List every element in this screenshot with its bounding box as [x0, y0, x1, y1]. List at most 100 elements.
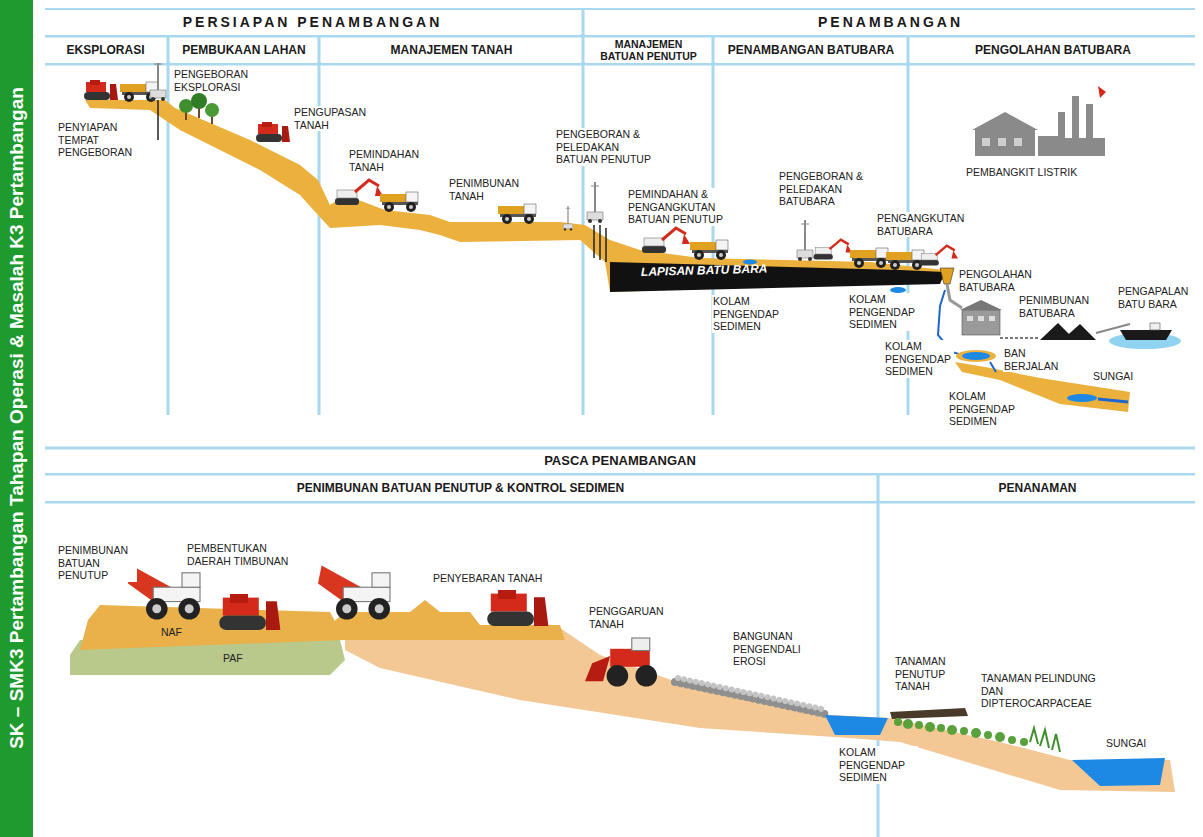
- mining-equipment: [642, 228, 690, 253]
- power-plant: [982, 138, 990, 146]
- terrain-top: [85, 100, 945, 292]
- cover-plants: [960, 727, 968, 735]
- power-plant: [1014, 138, 1022, 146]
- section-header: PENAMBANGAN: [586, 11, 1195, 35]
- coal-processing: [960, 300, 1002, 310]
- mining-equipment: [335, 180, 383, 205]
- header-text: PENAMBANGAN BATUBARA: [728, 44, 894, 57]
- water-top: [990, 362, 996, 372]
- section-header: MANAJEMEN TANAH: [322, 38, 581, 63]
- cover-plants: [894, 718, 902, 726]
- mining-equipment: [920, 246, 958, 266]
- section-header: MANAJEMEN BATUAN PENUTUP: [586, 38, 711, 63]
- mining-equipment: [690, 240, 728, 260]
- coal-processing: [967, 316, 973, 321]
- cover-plants: [1030, 728, 1060, 752]
- cover-plants: [971, 728, 981, 738]
- power-plant: [1038, 136, 1058, 156]
- terrain-top: [157, 100, 159, 140]
- header-text: PENANAMAN: [999, 482, 1077, 495]
- mining-equipment: [150, 60, 166, 101]
- water-top: [743, 260, 1130, 413]
- terrain-top: [85, 100, 945, 292]
- callout-label: PENGGARUAN TANAH: [588, 605, 680, 630]
- callout-label: PENYEBARAN TANAH: [432, 572, 574, 585]
- section-header: PENAMBANGAN BATUBARA: [716, 38, 906, 63]
- reclamation-equipment: [585, 638, 657, 687]
- callout-label: PENGOLAHAN BATUBARA: [958, 268, 1042, 293]
- callout-label: SUNGAI: [1092, 370, 1154, 383]
- section-lines: [167, 36, 170, 415]
- coal-processing: [962, 310, 1000, 335]
- mining-equipment: [84, 60, 958, 270]
- trees: [191, 93, 207, 109]
- terrain-bottom: [890, 708, 968, 719]
- trees: [179, 99, 193, 113]
- mining-equipment: [498, 204, 536, 224]
- coal-processing: [989, 316, 995, 321]
- mining-equipment: [797, 220, 813, 261]
- reclamation-equipment: [318, 566, 390, 620]
- header-text: PEMBUKAAN LAHAN: [182, 44, 305, 57]
- callout-label: KOLAM PENGENDAP SEDIMEN: [948, 390, 1016, 428]
- header-text: PENAMBANGAN: [818, 15, 963, 30]
- mining-equipment: [850, 248, 888, 268]
- coal-processing: [1000, 337, 1040, 339]
- callout-label: PENGEBORAN EKSPLORASI: [173, 68, 257, 93]
- terrain-top: [605, 228, 607, 262]
- coal-processing: [940, 268, 954, 284]
- reclamation-equipment: [128, 566, 657, 687]
- callout-label: PEMBANGKIT LISTRIK: [965, 166, 1117, 179]
- side-title: SK – SMK3 Pertambangan Tahapan Operasi &…: [2, 3, 32, 833]
- callout-label: KOLAM PENGENDAP SEDIMEN: [712, 295, 782, 333]
- section-header: PEMBUKAAN LAHAN: [171, 38, 317, 63]
- mining-equipment: [563, 206, 573, 231]
- section-lines: [45, 9, 1195, 837]
- header-text: PASCA PENAMBANGAN: [544, 454, 696, 468]
- power-plant: [975, 128, 1035, 156]
- coal-processing: [1062, 324, 1096, 340]
- mining-equipment: [886, 250, 924, 270]
- callout-label: PENGUPASAN TANAH: [293, 106, 375, 131]
- mining-equipment: [256, 122, 290, 142]
- callout-label: TANAMAN PELINDUNG DAN DIPTEROCARPACEAE: [980, 672, 1100, 710]
- section-lines: [582, 9, 585, 415]
- callout-label: PEMINDAHAN TANAH: [348, 148, 430, 173]
- section-header: PERSIAPAN PENAMBANGAN: [45, 11, 580, 35]
- power-plant: [1098, 86, 1106, 98]
- cover-plants: [903, 719, 913, 729]
- mining-equipment: [814, 240, 852, 260]
- cover-plants: [937, 724, 945, 732]
- coal-processing: [1120, 330, 1172, 340]
- terrain-bottom: [678, 678, 822, 709]
- callout-label: PENYIAPAN TEMPAT PENGEBORAN: [57, 121, 135, 159]
- callout-label: KOLAM PENGENDAP SEDIMEN: [838, 746, 918, 784]
- callout-label: PENIMBUNAN TANAH: [448, 177, 530, 202]
- callout-label: PENIMBUNAN BATUBARA: [1018, 294, 1102, 319]
- callout-label: PEMBENTUKAN DAERAH TIMBUNAN: [186, 542, 298, 567]
- coal-processing: [1150, 323, 1160, 330]
- power-plant: [998, 138, 1006, 146]
- sediment-pond: [825, 715, 888, 735]
- cover-plants: [984, 731, 992, 739]
- water-top: [1098, 399, 1128, 402]
- cover-plants: [915, 721, 923, 729]
- header-text: EKSPLORASI: [66, 44, 144, 57]
- power-plant: [1058, 112, 1065, 156]
- cover-plants: [947, 725, 957, 735]
- coal-processing: [978, 316, 984, 321]
- callout-label: PENIMBUNAN BATUAN PENUTUP: [57, 544, 137, 582]
- terrain-top: [599, 225, 601, 260]
- callout-label: PENGAPALAN BATU BARA: [1117, 285, 1199, 310]
- cover-plants: [1020, 738, 1028, 746]
- river: [1072, 758, 1165, 786]
- section-lines: [318, 36, 321, 415]
- callout-label: NAF: [160, 626, 202, 639]
- callout-label: PENGEBORAN & PELEDAKAN BATUAN PENUTUP: [555, 128, 657, 166]
- callout-label: PAF: [222, 652, 264, 665]
- power-plant: [1065, 138, 1105, 156]
- callout-label: BANGUNAN PENGENDALI EROSI: [732, 630, 814, 668]
- trees: [205, 103, 219, 117]
- section-header: PASCA PENAMBANGAN: [45, 450, 1195, 473]
